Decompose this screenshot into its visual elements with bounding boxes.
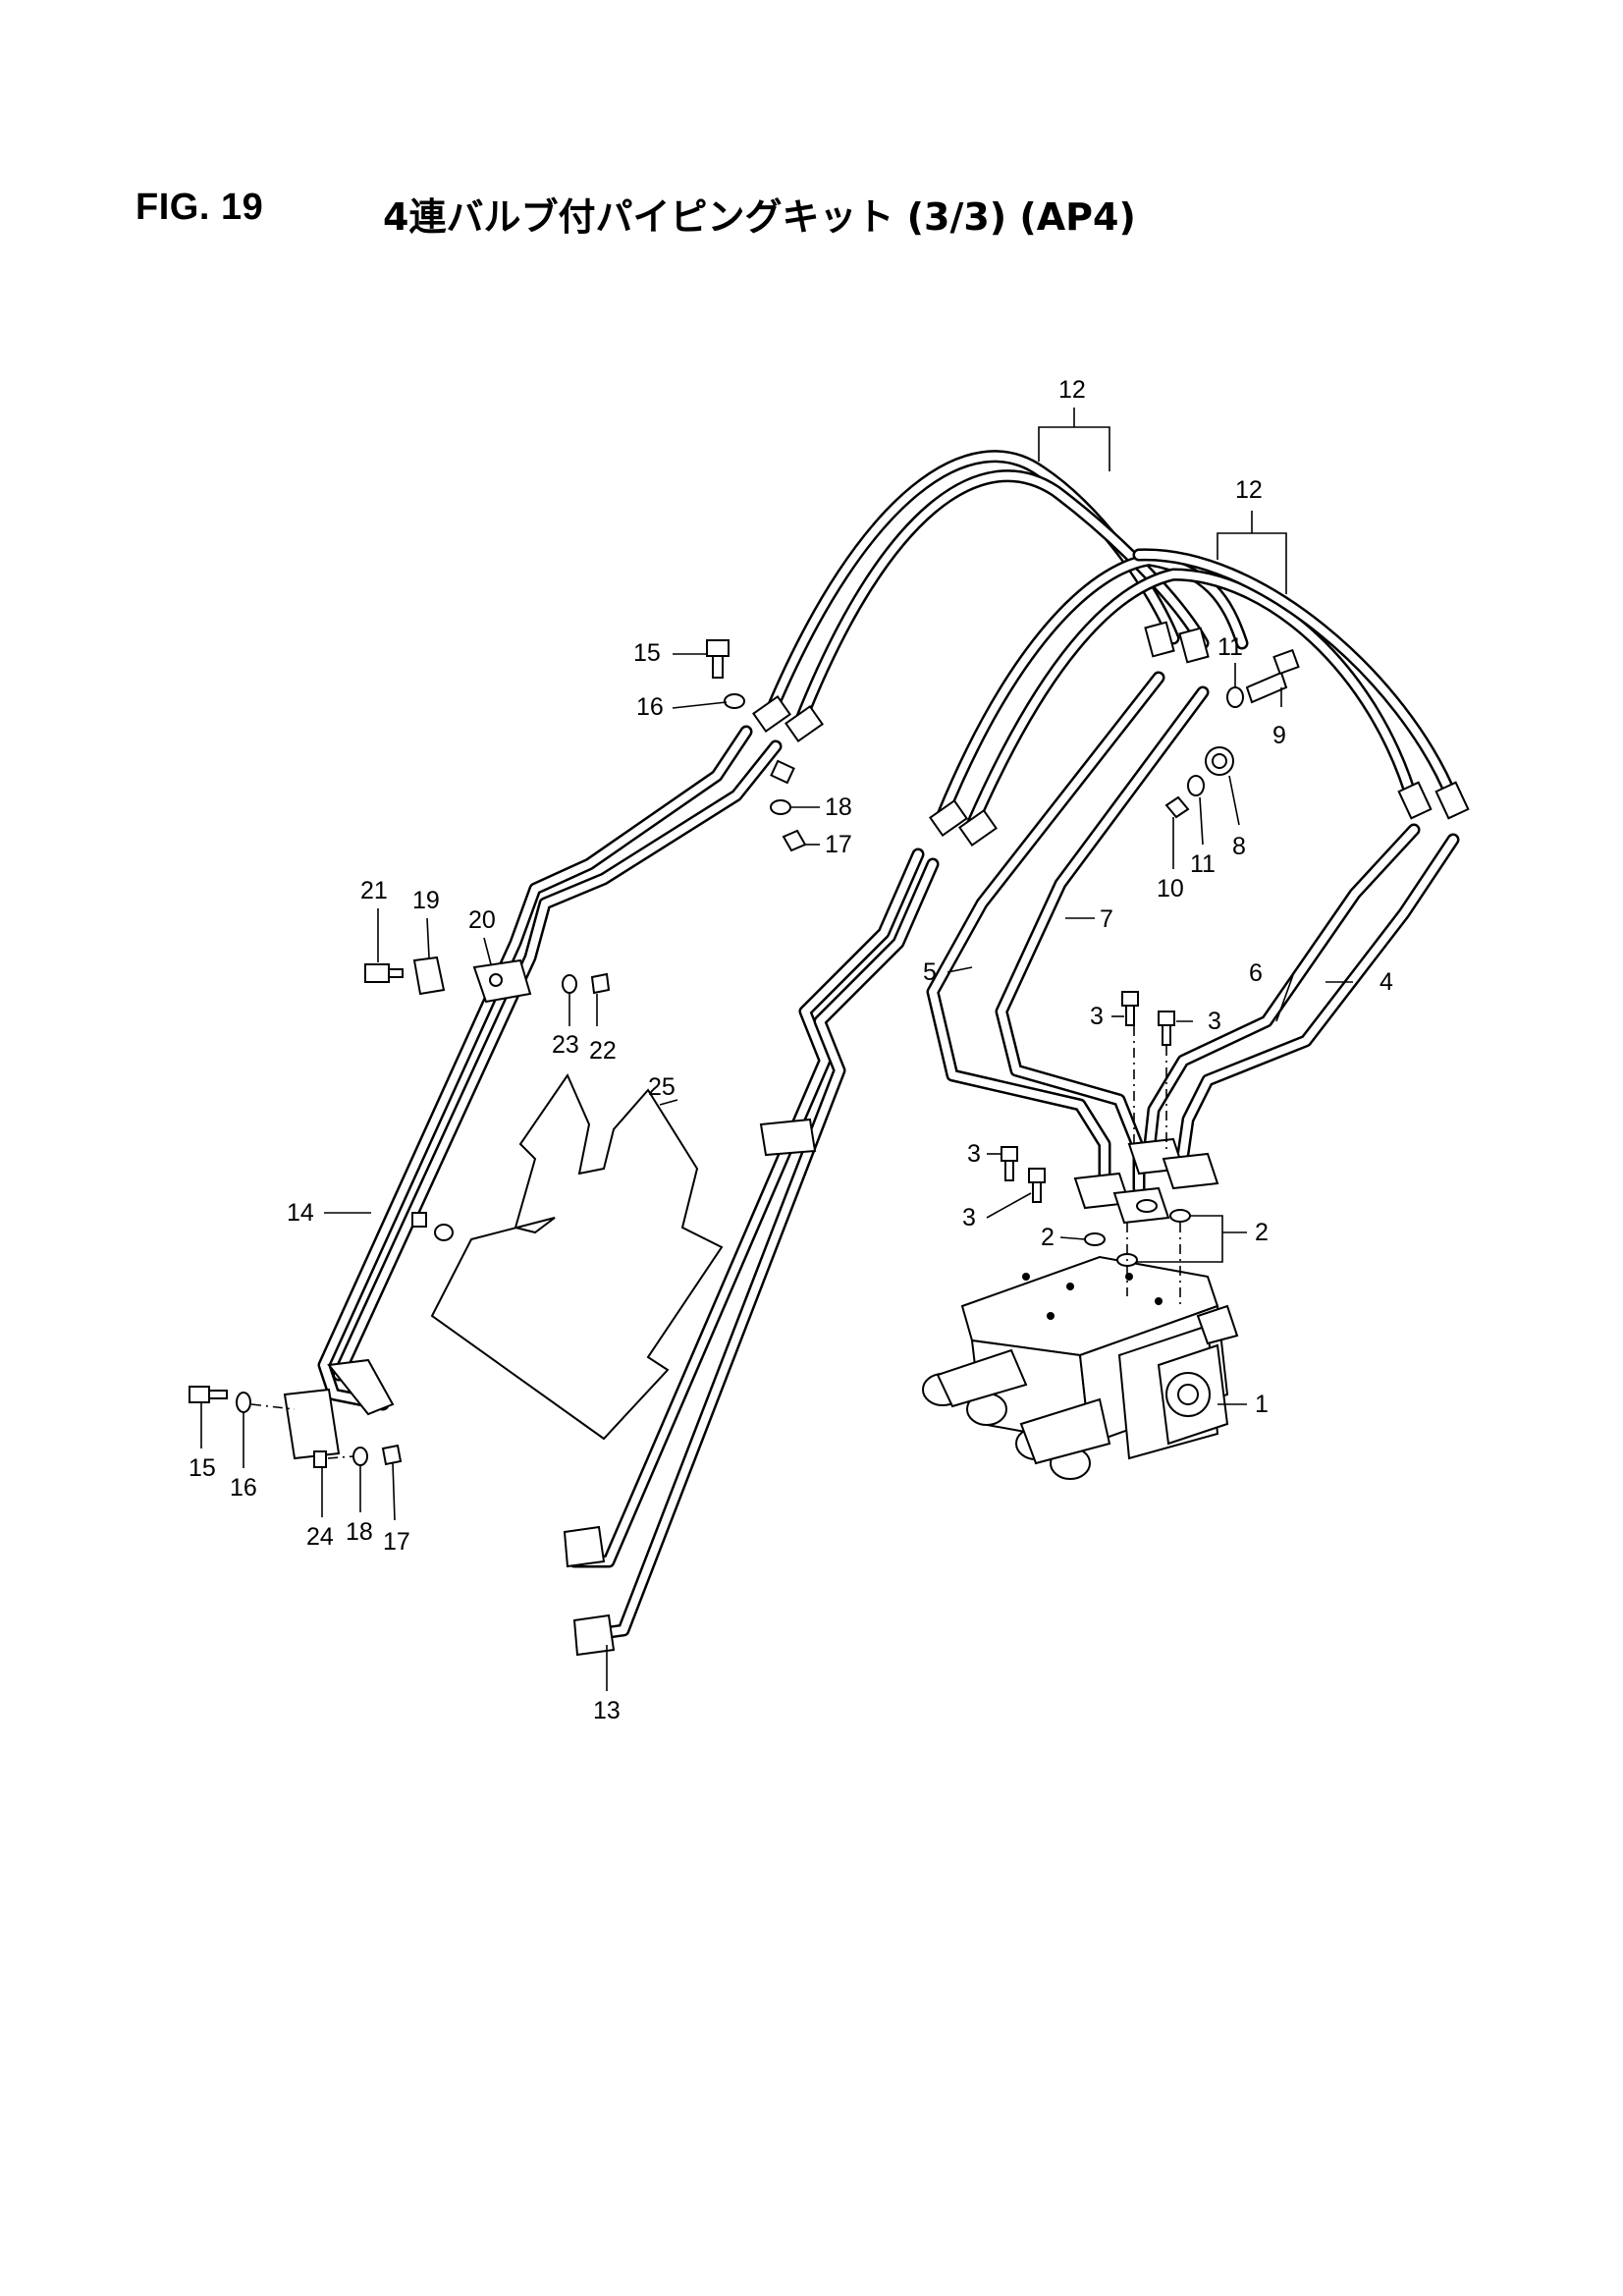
clamp-middle: [759, 1118, 817, 1157]
callout-15-bottom: 15: [189, 1454, 216, 1482]
callout-5: 5: [923, 958, 937, 986]
callout-3-a: 3: [1090, 1003, 1104, 1030]
callout-20: 20: [468, 906, 496, 934]
callout-3-b: 3: [1208, 1008, 1221, 1035]
figure-number: FIG. 19: [135, 187, 264, 228]
pipe-13: [563, 847, 940, 1657]
callout-8: 8: [1232, 833, 1246, 860]
callout-23: 23: [552, 1031, 579, 1059]
callout-18-top: 18: [825, 793, 852, 821]
flanges: [1073, 1137, 1219, 1225]
fittings-8-11: [1164, 648, 1300, 819]
callout-17-top: 17: [825, 831, 852, 858]
callout-labels: 12 12 15 16 18 17 11 9 8 11 10 7 5 6 4 3…: [189, 376, 1393, 1724]
hose-assembly-12: [764, 450, 1460, 832]
callout-17-bottom: 17: [383, 1528, 410, 1556]
callout-11-lower: 11: [1190, 850, 1216, 878]
pipe-14: [283, 725, 783, 1460]
hose-fittings: [752, 621, 1470, 847]
fittings-19-23: [364, 956, 611, 996]
callout-24: 24: [306, 1523, 334, 1551]
cover-plate-25: [411, 1072, 724, 1441]
callout-6: 6: [1249, 959, 1263, 987]
callout-7: 7: [1100, 905, 1113, 933]
pipes-4-5-6-7: [926, 671, 1460, 1195]
callout-11-top: 11: [1217, 633, 1243, 661]
callout-16-top: 16: [636, 693, 664, 721]
callout-4: 4: [1380, 968, 1393, 996]
callout-21: 21: [360, 877, 388, 904]
callout-15-top: 15: [633, 639, 661, 667]
dashed-alignment-lines: [1126, 1026, 1181, 1306]
bolts-3: [1001, 991, 1175, 1203]
callout-16-bottom: 16: [230, 1474, 257, 1502]
callout-22: 22: [589, 1037, 617, 1065]
callout-2-right: 2: [1255, 1219, 1269, 1246]
callout-25: 25: [648, 1073, 676, 1101]
callout-13: 13: [593, 1697, 621, 1724]
callout-3-c: 3: [967, 1140, 981, 1168]
callout-19: 19: [412, 887, 440, 914]
control-valve-1: [922, 1255, 1239, 1480]
callout-14: 14: [287, 1199, 314, 1227]
callout-9: 9: [1272, 722, 1286, 749]
callout-1: 1: [1255, 1391, 1269, 1418]
callout-12-top: 12: [1058, 376, 1086, 404]
callout-12-right: 12: [1235, 476, 1263, 504]
callout-10: 10: [1157, 875, 1184, 902]
callout-18-bottom: 18: [346, 1518, 373, 1546]
figure-title: 4連バルブ付パイピングキット (3/3) (AP4): [383, 195, 1136, 239]
clamp-20: [472, 958, 532, 1004]
callout-3-d: 3: [962, 1204, 976, 1231]
leader-lines: [200, 408, 1353, 1691]
callout-2-left: 2: [1041, 1224, 1055, 1251]
